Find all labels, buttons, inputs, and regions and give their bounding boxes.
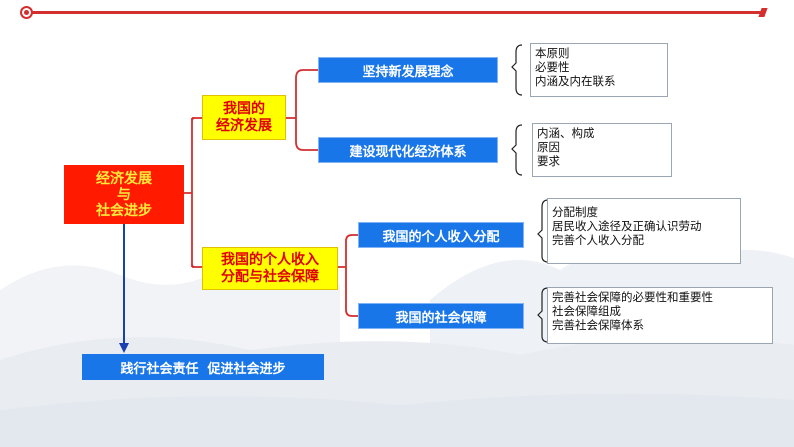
node-social-responsibility: 践行社会责任 促进社会进步 xyxy=(82,354,324,380)
node-social-security: 我国的社会保障 xyxy=(358,303,524,329)
node-modern-economic-system: 建设现代化经济体系 xyxy=(318,137,498,163)
detail-box-new-development: 本原则 必要性 内涵及内在联系 xyxy=(530,43,668,97)
branch-line1: 我国的个人收入 xyxy=(221,252,319,269)
branch-economic-development: 我国的 经济发展 xyxy=(202,95,286,140)
detail-item: 原因 xyxy=(537,140,667,154)
detail-item: 完善社会保障体系 xyxy=(552,318,768,332)
detail-item: 内涵及内在联系 xyxy=(535,74,663,88)
detail-item: 内涵、构成 xyxy=(537,126,667,140)
branch-line2: 分配与社会保障 xyxy=(221,269,319,286)
detail-item: 本原则 xyxy=(535,46,663,60)
detail-item: 居民收入途径及正确认识劳动 xyxy=(552,219,736,233)
detail-box-modern-economy: 内涵、构成 原因 要求 xyxy=(532,123,672,177)
detail-item: 分配制度 xyxy=(552,205,736,219)
root-node: 经济发展 与 社会进步 xyxy=(64,165,184,224)
detail-item: 要求 xyxy=(537,154,667,168)
branch-line1: 我国的 xyxy=(223,101,265,118)
detail-item: 完善个人收入分配 xyxy=(552,233,736,247)
detail-box-income-distribution: 分配制度 居民收入途径及正确认识劳动 完善个人收入分配 xyxy=(547,198,741,264)
detail-item: 必要性 xyxy=(535,60,663,74)
root-line2: 与 xyxy=(117,187,131,203)
detail-item: 完善社会保障的必要性和重要性 xyxy=(552,290,768,304)
detail-item: 社会保障组成 xyxy=(552,304,768,318)
branch-line2: 经济发展 xyxy=(216,118,272,135)
detail-box-social-security: 完善社会保障的必要性和重要性 社会保障组成 完善社会保障体系 xyxy=(547,287,773,344)
branch-income-distribution-social-security: 我国的个人收入 分配与社会保障 xyxy=(202,247,338,290)
root-line1: 经济发展 xyxy=(96,171,152,187)
node-personal-income-distribution: 我国的个人收入分配 xyxy=(358,222,524,248)
node-new-development-philosophy: 坚持新发展理念 xyxy=(318,57,498,83)
root-line3: 社会进步 xyxy=(96,203,152,219)
